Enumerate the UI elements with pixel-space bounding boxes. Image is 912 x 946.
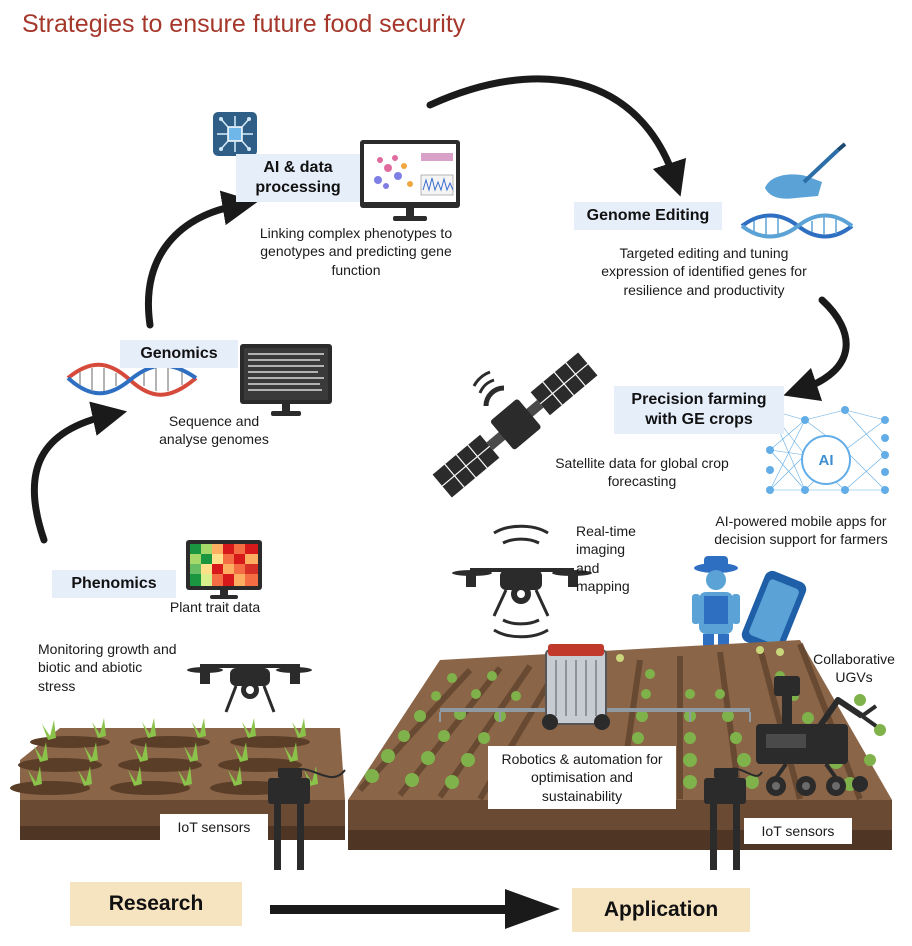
drone-icon — [187, 664, 312, 713]
research-to-application-arrow — [270, 889, 560, 929]
tractor-icon — [439, 644, 751, 730]
iot-left-label: IoT sensors — [160, 814, 268, 841]
research-stage: Research — [70, 882, 242, 926]
iot-sensor-icon — [268, 768, 346, 870]
ai-step-label: AI & data processing — [236, 154, 360, 202]
robotics-note: Robotics & automation for optimisation a… — [488, 746, 676, 810]
dna-icon — [66, 362, 198, 397]
ai-badge: AI — [818, 452, 834, 469]
monitor-icon — [360, 140, 460, 221]
ai-step-text: AI & data processing — [255, 159, 341, 196]
arrow-phenomics-to-genomics — [30, 401, 128, 544]
drone-mapping-icon — [452, 524, 592, 639]
circuit-chip-icon — [213, 112, 257, 156]
ai-apps-note: AI-powered mobile apps for decision supp… — [714, 513, 888, 548]
ugv-note: Collaborative UGVs — [813, 651, 895, 686]
realtime-note: Real-time imaging and mapping — [576, 523, 636, 595]
genomics-monitor-icon — [240, 344, 332, 416]
research-seedlings — [28, 718, 318, 786]
phenomics-label: Phenomics — [52, 570, 176, 598]
phenomics-note: Plant trait data — [169, 599, 261, 615]
neural-network-icon — [766, 406, 889, 494]
iot-sensor-right-icon — [704, 767, 763, 870]
precision-farming-text: Precision farming with GE crops — [631, 391, 767, 428]
arrow-genomics-to-ai — [145, 190, 258, 329]
robot-arm-icon — [756, 676, 878, 796]
satellite-note: Satellite data for global crop forecasti… — [555, 455, 729, 490]
genomics-text: Genomics — [140, 345, 218, 362]
genome-editing-note: Targeted editing and tuning expression o… — [601, 245, 807, 298]
heatmap-icon — [186, 540, 262, 599]
ai-step-note: Linking complex phenotypes to genotypes … — [259, 225, 453, 278]
genome-editing-text: Genome Editing — [586, 207, 710, 224]
monitoring-note: Monitoring growth and biotic and abiotic… — [38, 641, 177, 694]
flow-arrows — [30, 75, 850, 544]
page-title: Strategies to ensure future food securit… — [22, 10, 466, 38]
genome-editing-label: Genome Editing — [574, 202, 722, 230]
editing-dna-icon — [740, 213, 854, 239]
phenomics-text: Phenomics — [71, 575, 157, 592]
phone-icon — [741, 570, 807, 654]
pen-hand-icon — [765, 142, 847, 199]
precision-farming-label: Precision farming with GE crops — [614, 386, 784, 434]
genomics-label: Genomics — [120, 340, 238, 368]
satellite-icon — [432, 352, 598, 498]
arrow-editing-to-precision — [783, 296, 850, 402]
arrow-ai-to-editing — [426, 75, 687, 197]
genomics-note: Sequence and analyse genomes — [159, 413, 269, 448]
iot-right-label: IoT sensors — [744, 818, 852, 845]
application-stage: Application — [572, 888, 750, 932]
